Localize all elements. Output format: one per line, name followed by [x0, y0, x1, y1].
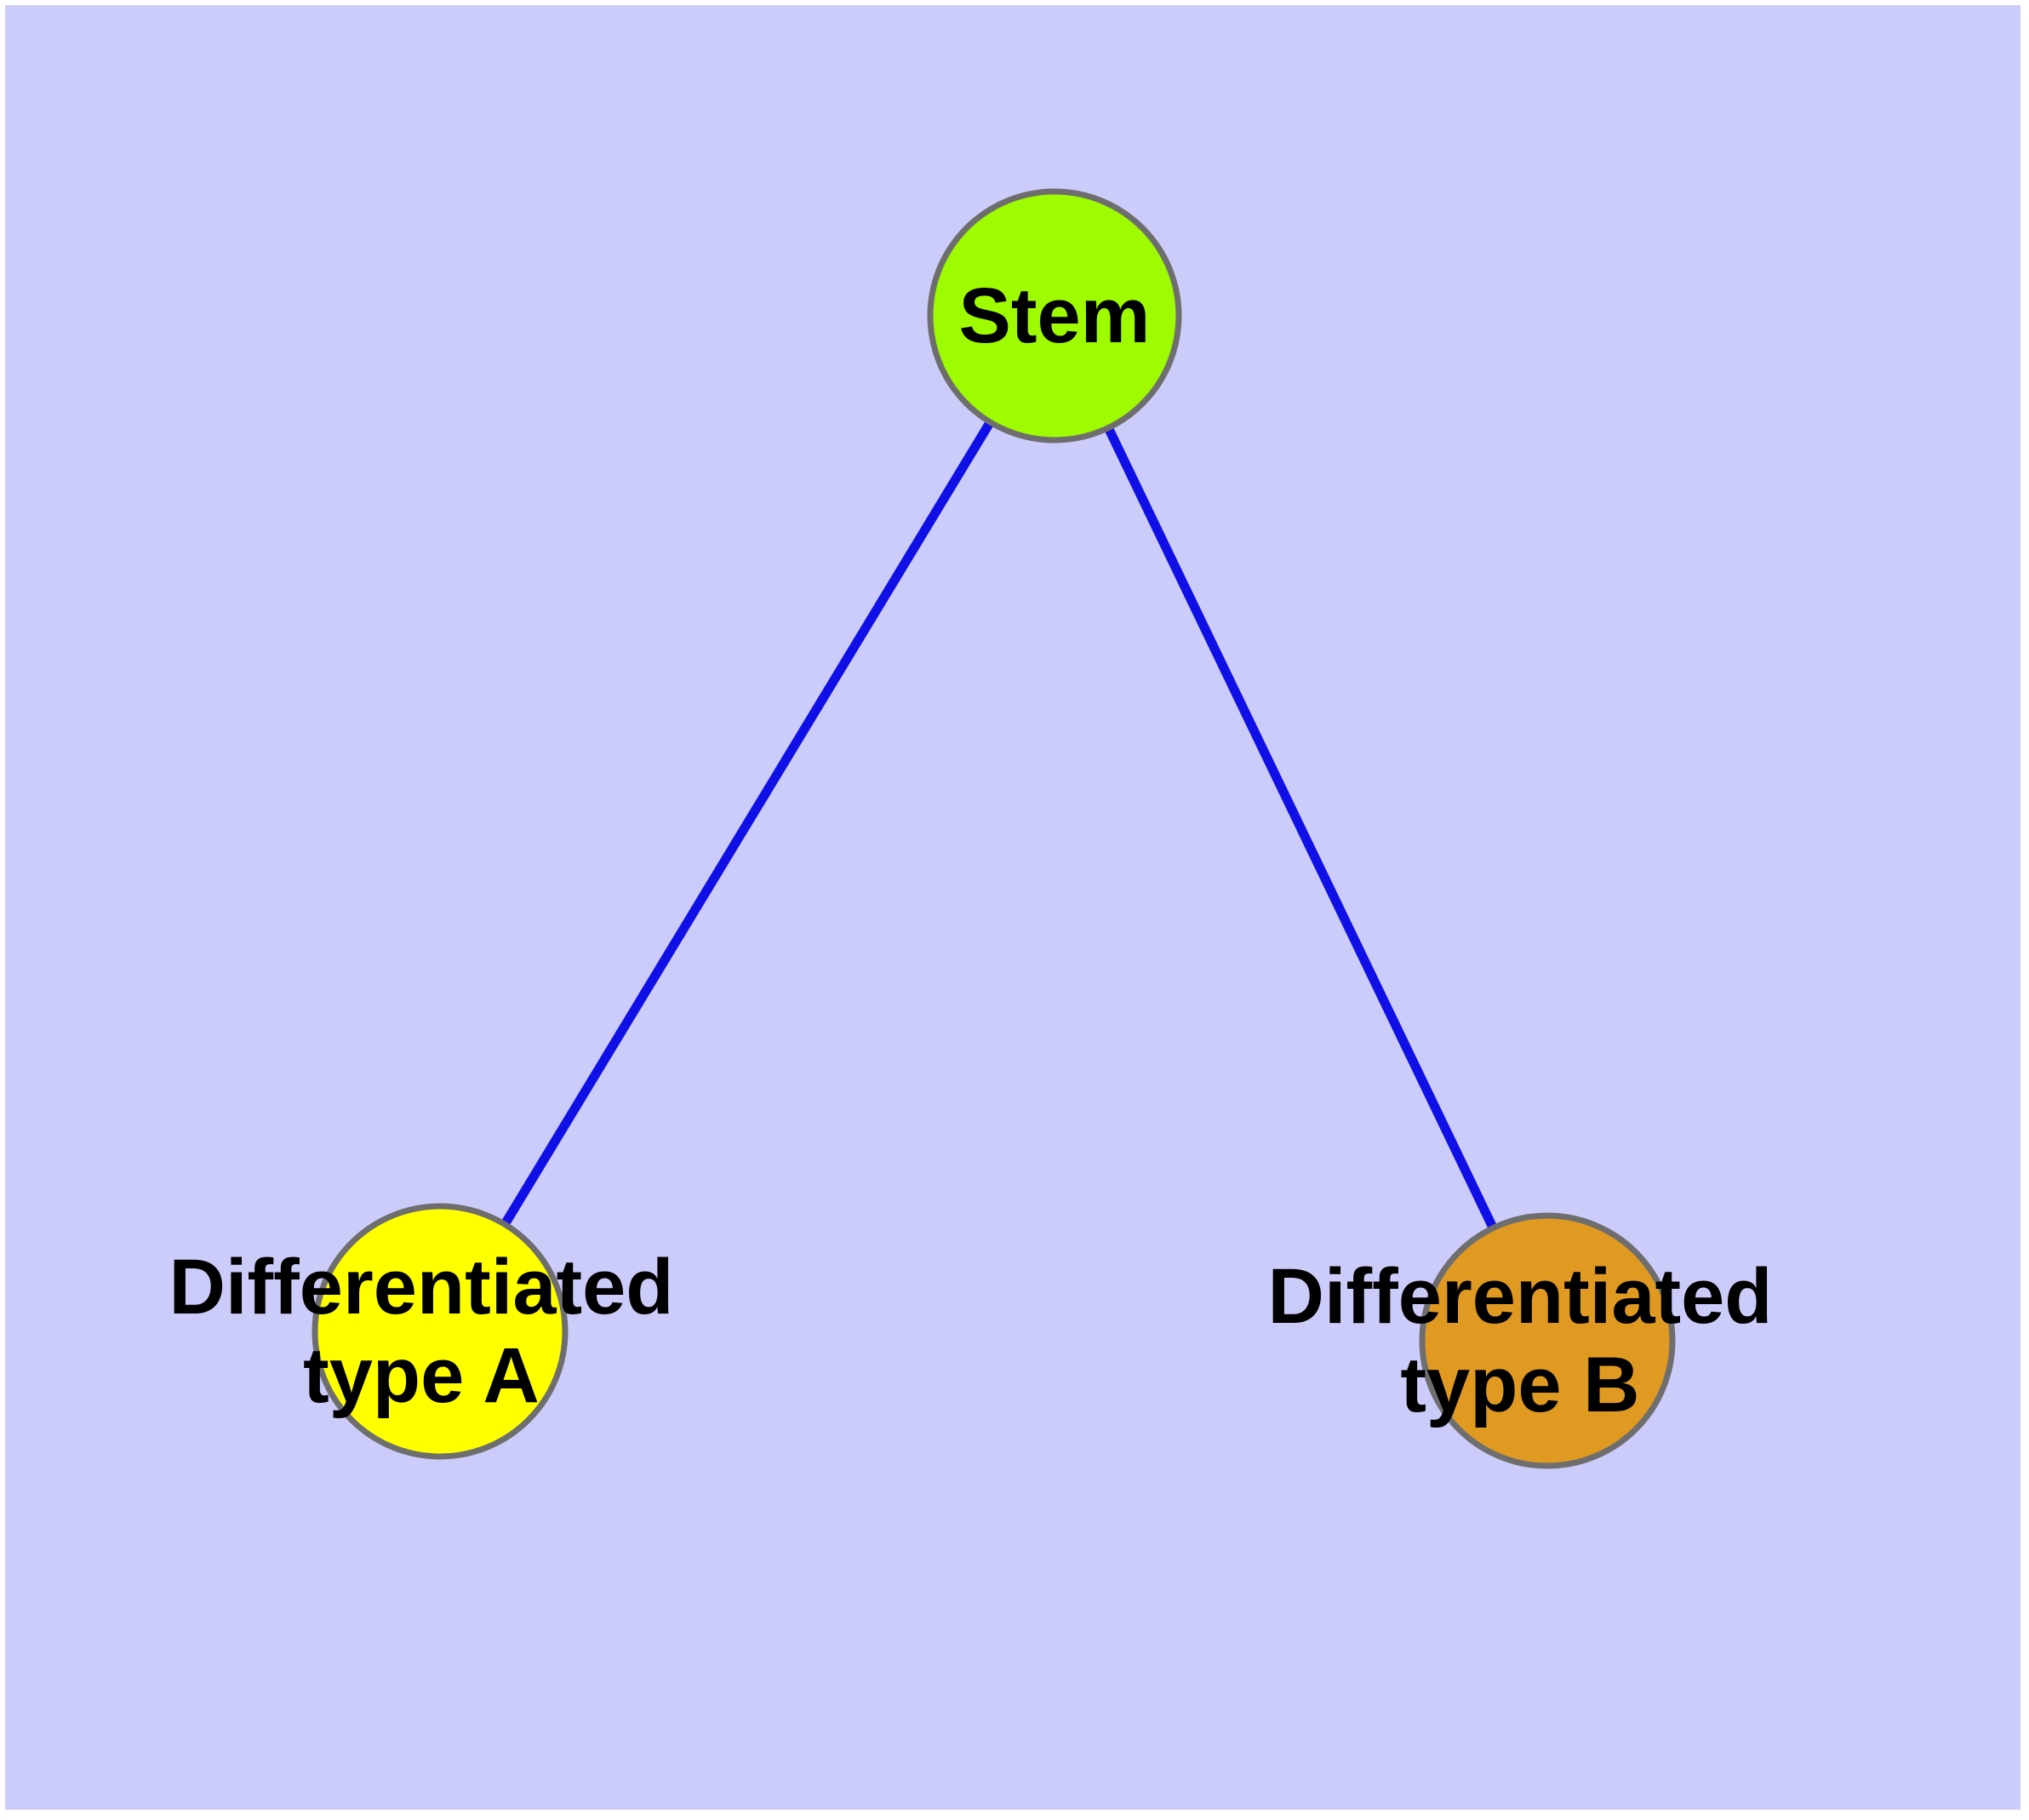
- node-circle-stem[interactable]: [927, 188, 1182, 444]
- edge-layer: [501, 421, 1497, 1229]
- graph-node-stem[interactable]: Stem: [927, 188, 1182, 444]
- node-circle-diff-a[interactable]: [311, 1203, 569, 1460]
- graph-edge-stem-to-diff-b[interactable]: [1105, 426, 1497, 1229]
- node-label-line: type B: [1400, 1342, 1639, 1428]
- node-label-line: Differentiated: [169, 1244, 674, 1331]
- node-circle-diff-b[interactable]: [1419, 1212, 1676, 1469]
- node-label-stem: Stem: [959, 272, 1151, 359]
- node-label-line: Differentiated: [1268, 1253, 1773, 1340]
- node-label-line: type A: [303, 1332, 540, 1419]
- graph-edge-stem-to-diff-a[interactable]: [501, 421, 994, 1226]
- node-label-line: Stem: [959, 272, 1151, 359]
